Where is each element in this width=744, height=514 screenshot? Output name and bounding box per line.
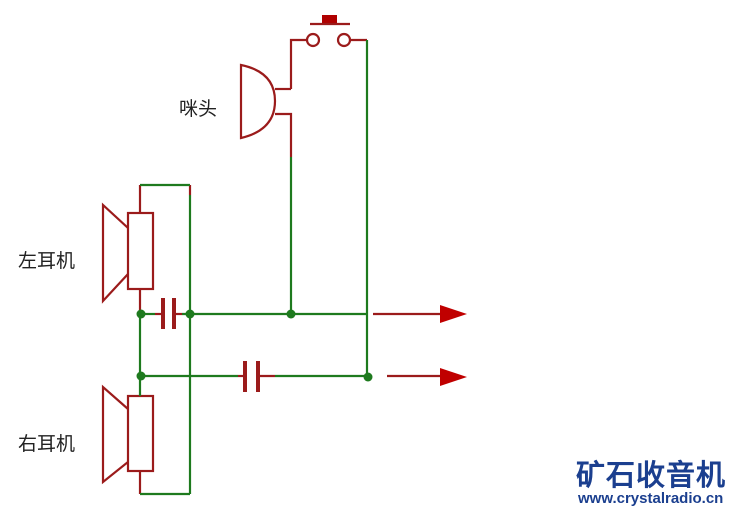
microphone-label: 咪头 <box>179 98 218 120</box>
output-arrows <box>440 305 467 386</box>
junction-node <box>136 309 146 319</box>
right-earphone-label: 右耳机 <box>18 433 76 455</box>
left-earphone-label: 左耳机 <box>18 250 76 272</box>
junction-node <box>363 372 373 382</box>
junction-node <box>136 371 146 381</box>
output-arrow-1 <box>440 305 467 323</box>
junction-node <box>185 309 195 319</box>
left-earphone-symbol <box>101 185 192 314</box>
junction-node <box>286 309 296 319</box>
logo-title: 矿石收音机 <box>576 458 727 492</box>
junction-nodes <box>136 309 373 382</box>
right-earphone-symbol <box>101 384 155 494</box>
push-button-switch <box>289 15 367 89</box>
microphone-symbol <box>239 63 293 157</box>
output-lines <box>373 312 442 378</box>
wires <box>138 40 369 496</box>
capacitor-1 <box>155 298 182 329</box>
logo-url: www.crystalradio.cn <box>578 490 724 507</box>
capacitor-2 <box>238 361 275 392</box>
output-arrow-2 <box>440 368 467 386</box>
